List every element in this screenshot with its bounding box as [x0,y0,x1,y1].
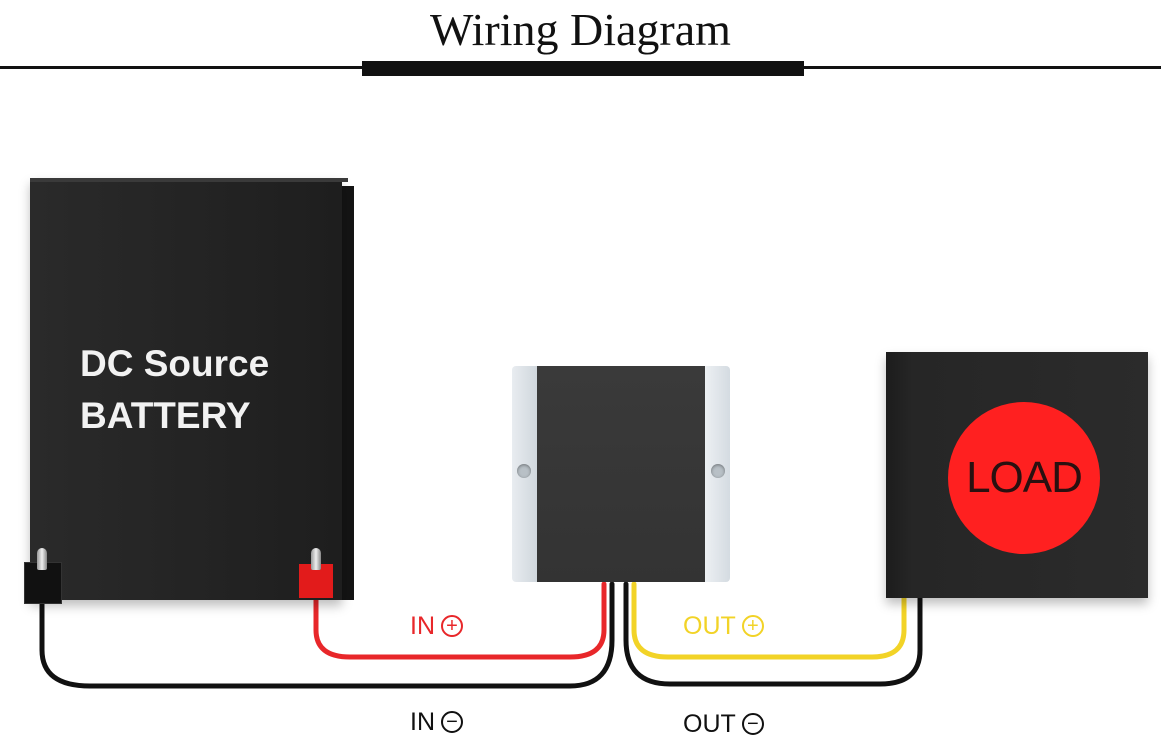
in-positive-text: IN [410,612,435,640]
title-underline-bar [362,61,804,76]
battery-body [30,178,342,600]
in-negative-label: IN − [410,707,463,737]
out-negative-label: OUT − [683,709,764,739]
out-negative-wire [623,581,923,687]
diagram-title: Wiring Diagram [430,4,731,55]
in-negative-text: IN [410,708,435,736]
battery-top-edge [30,178,348,182]
out-positive-text: OUT [683,612,736,640]
negative-terminal-bolt [37,548,47,570]
in-negative-wire [39,581,615,689]
mounting-hole-right [711,464,725,478]
load-label: LOAD [966,453,1083,502]
mounting-hole-left [517,464,531,478]
battery-label: DC Source BATTERY [80,338,269,442]
in-positive-wire [313,581,607,660]
converter-body [537,366,705,582]
plus-circle-icon: + [441,615,463,637]
minus-circle-icon: − [741,713,764,735]
positive-terminal-bolt [311,548,321,570]
plus-circle-icon: + [741,615,764,637]
out-positive-wire [631,581,907,660]
battery-label-line1: DC Source [80,343,270,384]
out-negative-text: OUT [683,710,736,738]
out-positive-label: OUT + [683,611,764,641]
in-positive-label: IN + [410,611,463,641]
minus-circle-icon: − [441,711,463,733]
battery-label-line2: BATTERY [80,395,251,436]
load-indicator: LOAD [948,402,1100,554]
battery-side-face [342,186,354,600]
